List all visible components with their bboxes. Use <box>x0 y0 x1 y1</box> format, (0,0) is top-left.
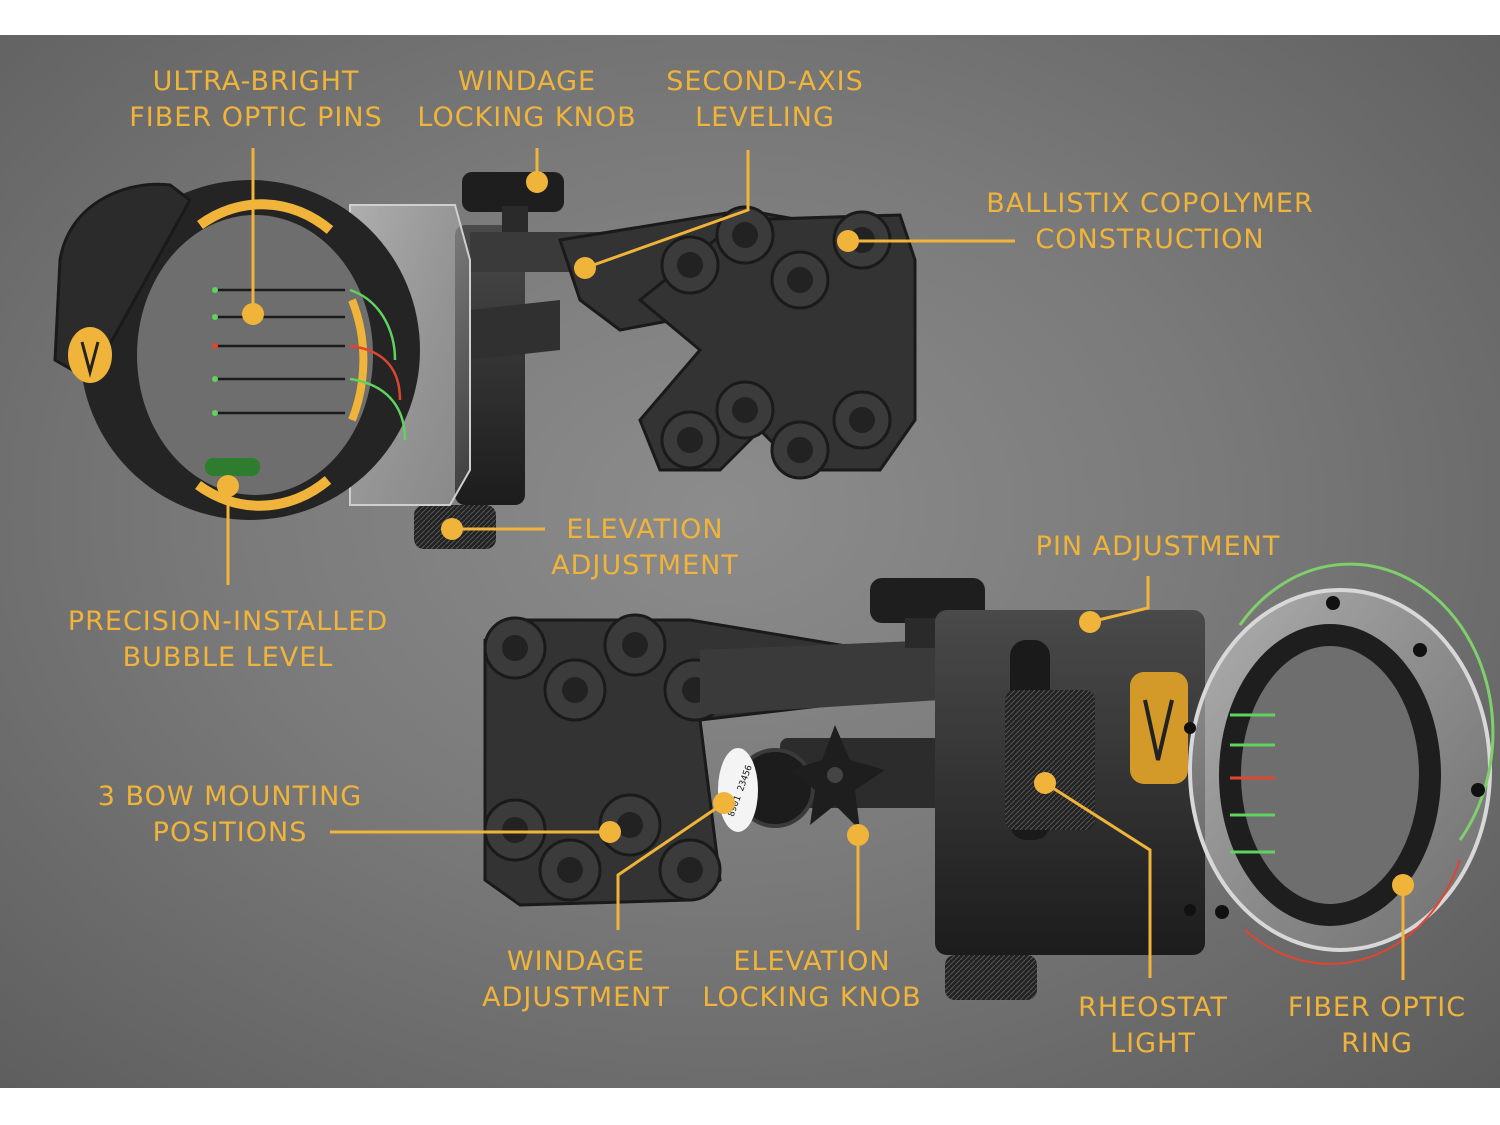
dot-bubble-level <box>217 475 239 497</box>
brand-logo-badge-top <box>68 327 112 383</box>
dot-mounting <box>599 821 621 843</box>
label-fiber-optic-ring: FIBER OPTIC RING <box>1287 992 1467 1059</box>
callout-dots <box>217 171 1414 896</box>
label-second-axis-leveling: SECOND-AXIS LEVELING <box>666 66 864 133</box>
dot-second-axis <box>574 257 596 279</box>
dot-ballistix <box>837 230 859 252</box>
fiber-optic-pins-bottom <box>1230 713 1275 854</box>
top-sight-body <box>455 225 525 505</box>
rheostat-light-knob <box>1005 690 1095 830</box>
label-elevation-locking-knob: ELEVATION LOCKING KNOB <box>702 946 922 1013</box>
dot-windage-adjustment <box>713 792 735 814</box>
label-elevation-adjustment: ELEVATION ADJUSTMENT <box>551 514 739 581</box>
fiber-optic-ring-bottom <box>1238 562 1495 841</box>
dot-fiber-ring <box>1392 874 1414 896</box>
dot-pin-adjustment <box>1079 611 1101 633</box>
leader-rheostat <box>1044 781 1152 978</box>
label-windage-adjustment: WINDAGE ADJUSTMENT <box>482 946 670 1013</box>
bubble-level-top <box>205 458 260 476</box>
dot-elevation-adjustment <box>441 518 463 540</box>
label-fiber-optic-pins: ULTRA-BRIGHT FIBER OPTIC PINS <box>129 66 383 133</box>
fiber-optic-ring-top-arc <box>197 199 334 234</box>
brand-logo-badge-bottom <box>1130 672 1188 784</box>
top-sight <box>53 172 917 549</box>
elevation-knob-bottom <box>945 955 1037 1000</box>
label-bow-mounting-positions: 3 BOW MOUNTING POSITIONS <box>97 781 363 848</box>
label-rheostat-light: RHEOSTAT LIGHT <box>1078 992 1228 1059</box>
callout-leaders <box>226 148 1405 980</box>
fiber-optic-pins-top <box>212 287 407 441</box>
bottom-sight: 8901 23456 <box>483 562 1495 1000</box>
leader-second-axis <box>584 150 750 270</box>
dot-windage-locking-knob <box>526 171 548 193</box>
label-windage-locking-knob: WINDAGE LOCKING KNOB <box>417 66 637 133</box>
dot-fiber-pins <box>242 303 264 325</box>
leader-windage-adjustment <box>616 801 725 930</box>
label-pin-adjustment: PIN ADJUSTMENT <box>1035 531 1281 562</box>
dot-rheostat <box>1034 772 1056 794</box>
label-bubble-level: PRECISION-INSTALLED BUBBLE LEVEL <box>67 606 389 673</box>
bottom-sight-arm <box>700 640 940 715</box>
label-ballistix-construction: BALLISTIX COPOLYMER CONSTRUCTION <box>986 188 1314 255</box>
dot-elevation-locking-knob <box>847 824 869 846</box>
leader-pin-adjustment <box>1089 576 1150 624</box>
